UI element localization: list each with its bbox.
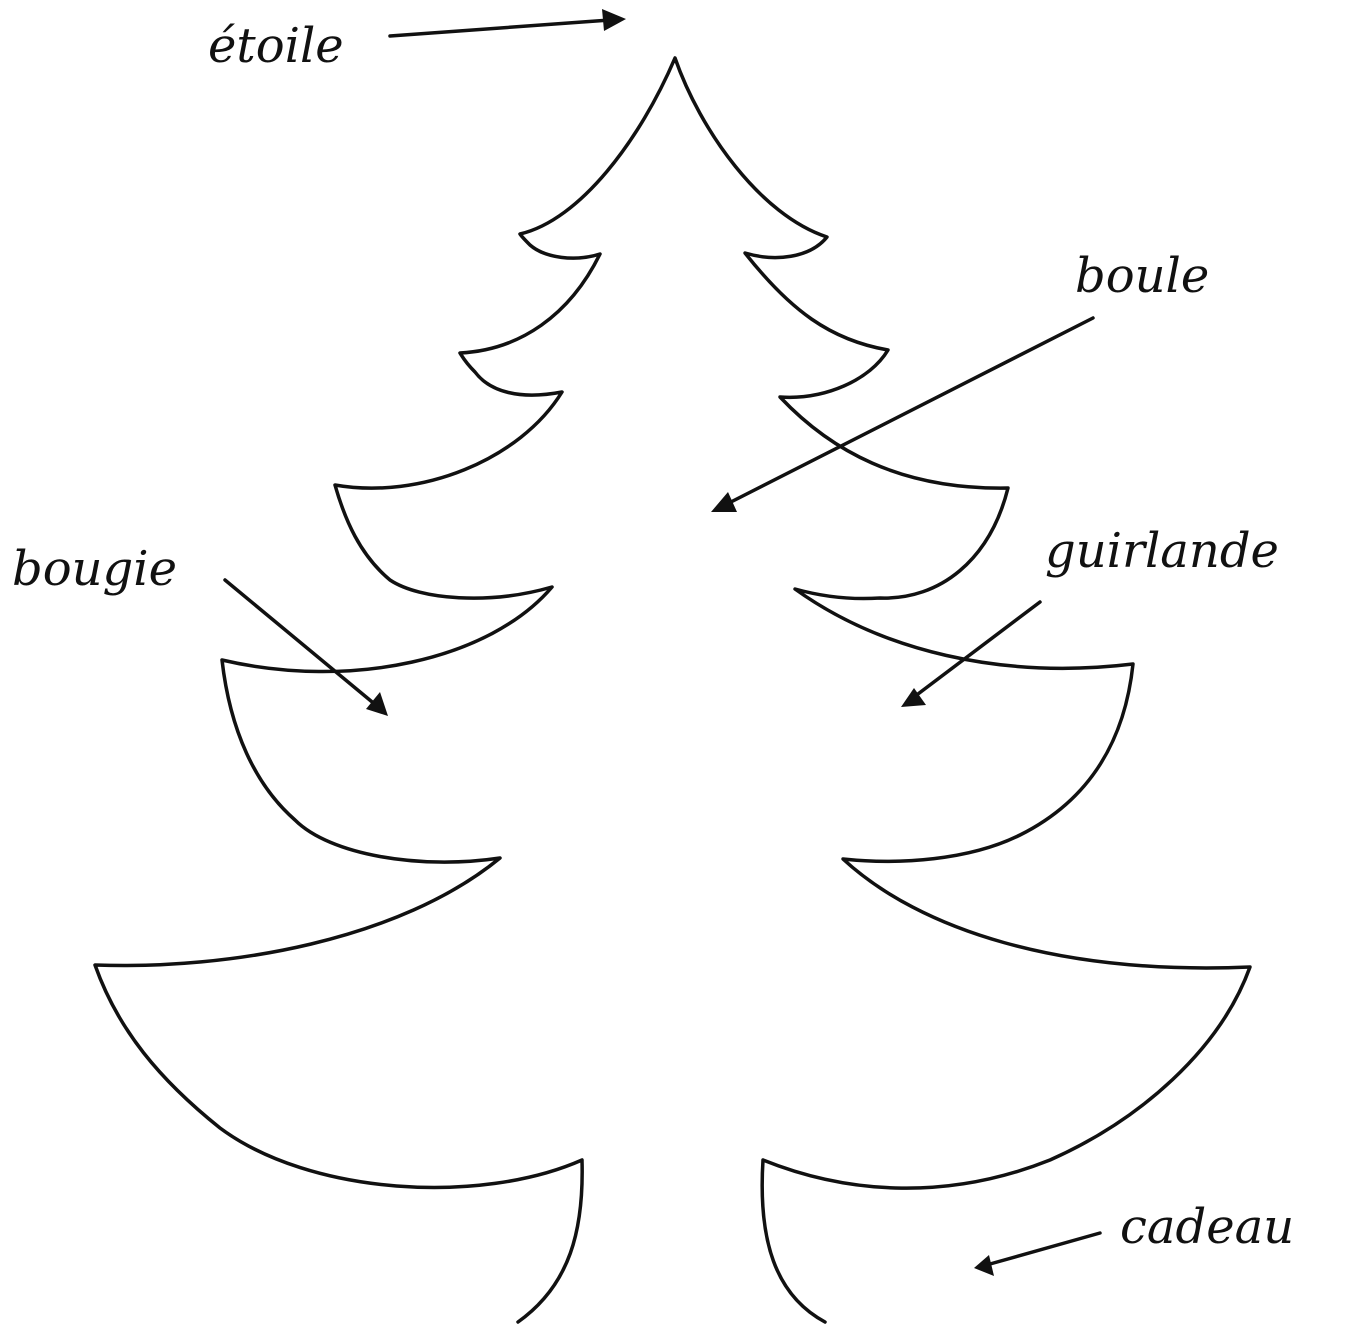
arrow-to-ball <box>711 318 1093 512</box>
label-candle: bougie <box>12 541 177 597</box>
arrow-to-garland <box>901 602 1040 707</box>
label-star: étoile <box>208 18 344 74</box>
arrow-to-star <box>390 9 626 36</box>
label-garland: guirlande <box>1045 523 1279 579</box>
label-ball: boule <box>1075 248 1209 304</box>
arrow-to-gift <box>974 1233 1100 1276</box>
label-gift: cadeau <box>1120 1199 1294 1255</box>
arrow-to-candle <box>225 580 388 716</box>
